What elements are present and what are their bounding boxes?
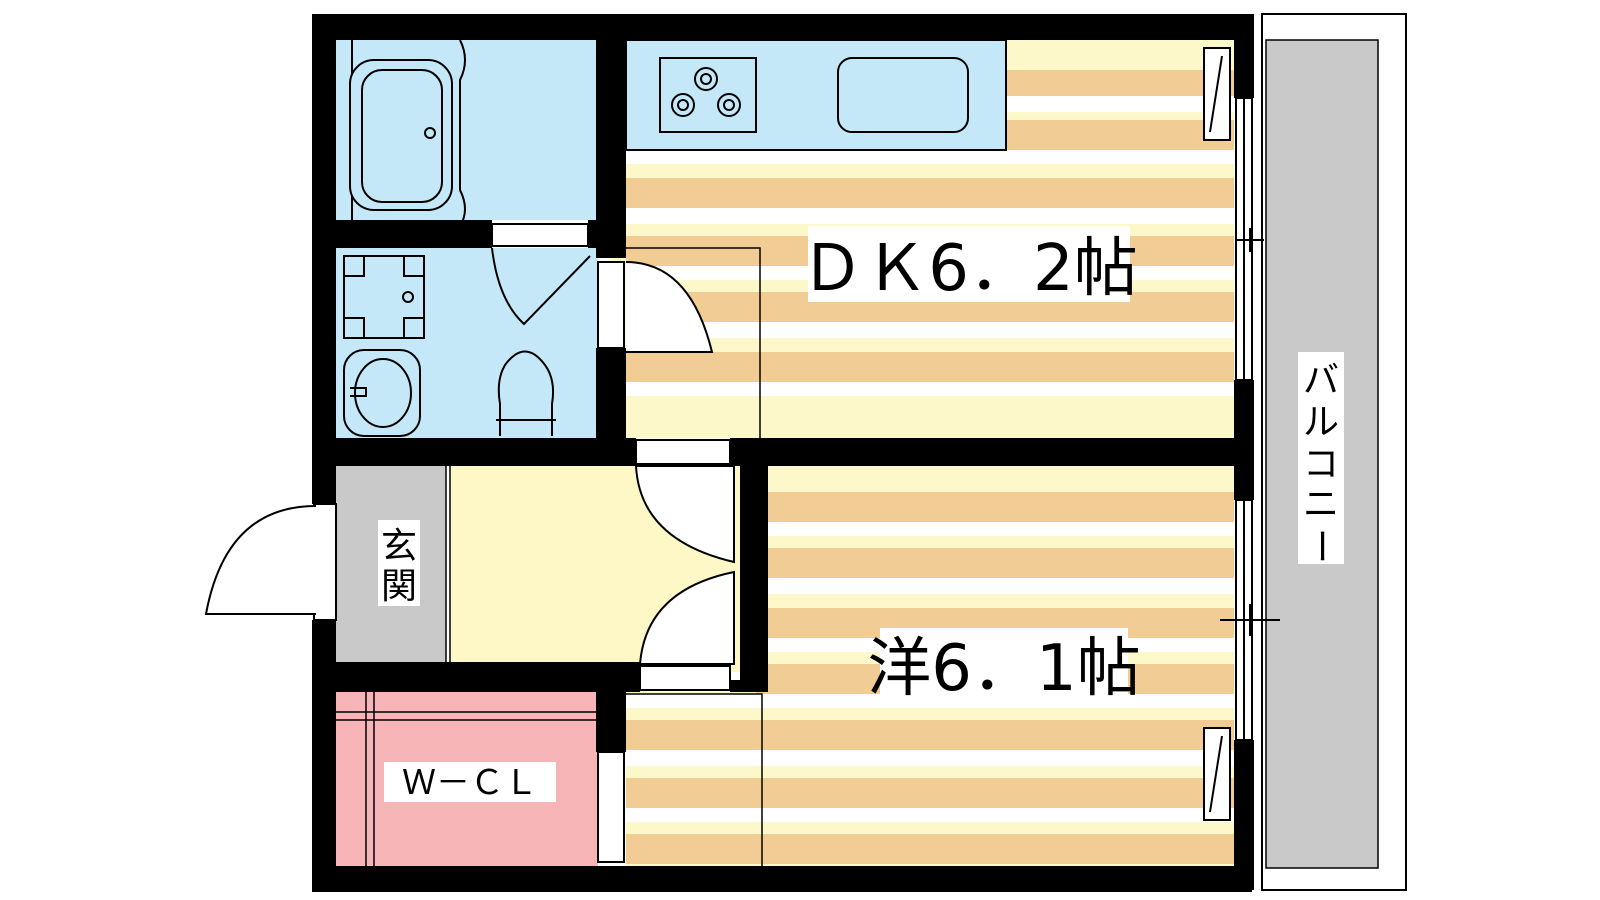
entrance-label-1: 玄	[381, 526, 417, 567]
label-dk: ＤＫ6．2帖	[800, 226, 1138, 306]
label-wcl: Ｗ－ＣＬ	[384, 762, 556, 803]
western-storage-box	[1203, 727, 1231, 821]
washbasin-cabinet	[343, 255, 425, 339]
western-partition	[626, 693, 763, 866]
western-room-label: 洋6．1帖	[867, 632, 1140, 706]
label-balcony: バ ル コ ニ ー	[1298, 352, 1344, 564]
washbasin	[343, 349, 421, 437]
balcony-label-1: バ	[1303, 360, 1339, 401]
wcl-label: Ｗ－ＣＬ	[402, 763, 538, 803]
corridor-edge	[445, 466, 451, 672]
washroom-toilet	[336, 248, 598, 438]
entrance-label-2: 関	[381, 566, 417, 607]
wcl-door	[597, 751, 625, 863]
corridor-door-lower	[638, 570, 735, 691]
wcl-rails	[336, 692, 598, 866]
dk-window	[1235, 97, 1264, 381]
balcony-label-3: コ	[1303, 444, 1339, 485]
dk-storage-box	[1203, 47, 1231, 141]
corridor-door-upper	[634, 439, 735, 564]
bathtub	[349, 39, 466, 227]
walls	[312, 14, 1254, 892]
stove	[659, 57, 757, 133]
dk-partition	[626, 247, 761, 438]
label-entrance: 玄 関	[378, 520, 420, 607]
stove-burners	[671, 67, 741, 117]
dk-room-label: ＤＫ6．2帖	[800, 232, 1137, 306]
entrance-door	[204, 503, 337, 621]
label-western: 洋6．1帖	[867, 628, 1141, 706]
western-window	[1220, 499, 1280, 741]
kitchen-counter	[625, 39, 1007, 151]
toilet	[496, 350, 556, 436]
balcony-label-5: ー	[1300, 528, 1341, 564]
room-fills	[336, 13, 1407, 891]
dk-door	[597, 261, 714, 353]
balcony-label-2: ル	[1303, 402, 1339, 443]
bathroom-door	[491, 223, 591, 326]
sink	[837, 57, 969, 133]
balcony-label-4: ニ	[1303, 484, 1339, 525]
